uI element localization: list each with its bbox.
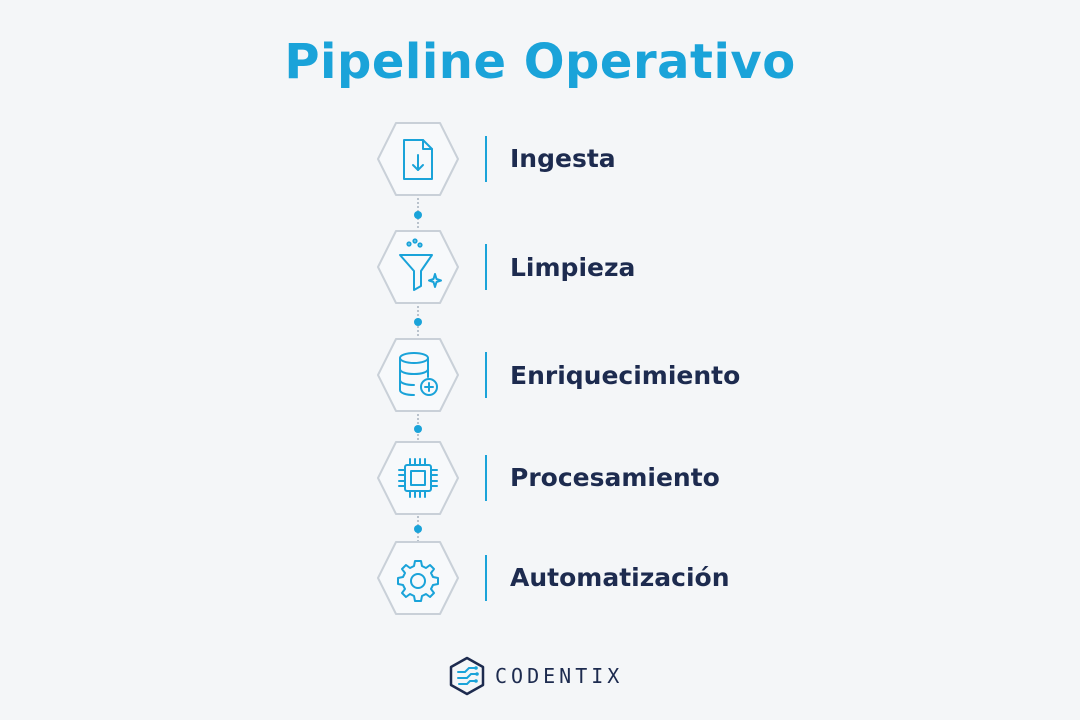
connector-dot xyxy=(414,425,422,433)
step-label-procesamiento: Procesamiento xyxy=(510,463,720,492)
step-divider xyxy=(485,136,487,182)
step-label-enriquecimiento: Enriquecimiento xyxy=(510,361,741,390)
gear-icon xyxy=(397,560,439,602)
step-divider xyxy=(485,455,487,501)
circuit-logo-icon xyxy=(449,656,485,696)
brand-name: CODENTIX xyxy=(495,664,624,688)
step-label-limpieza: Limpieza xyxy=(510,253,636,282)
connector-dot xyxy=(414,525,422,533)
brand-logo: CODENTIX xyxy=(447,656,623,696)
step-procesamiento-hexagon xyxy=(376,440,460,516)
step-automatizacion-hexagon xyxy=(376,540,460,616)
step-divider xyxy=(485,352,487,398)
step-enriquecimiento-hexagon xyxy=(376,337,460,413)
step-label-automatizacion: Automatización xyxy=(510,563,730,592)
database-plus-icon xyxy=(399,352,438,396)
connector-dot xyxy=(414,318,422,326)
cpu-chip-icon xyxy=(398,458,438,498)
step-label-ingesta: Ingesta xyxy=(510,144,616,173)
step-divider xyxy=(485,555,487,601)
step-ingesta-hexagon xyxy=(376,121,460,197)
step-divider xyxy=(485,244,487,290)
connector-dot xyxy=(414,211,422,219)
file-download-icon xyxy=(403,139,433,180)
step-limpieza-hexagon xyxy=(376,229,460,305)
funnel-sparkle-icon xyxy=(399,238,442,291)
page-title: Pipeline Operativo xyxy=(284,34,796,90)
